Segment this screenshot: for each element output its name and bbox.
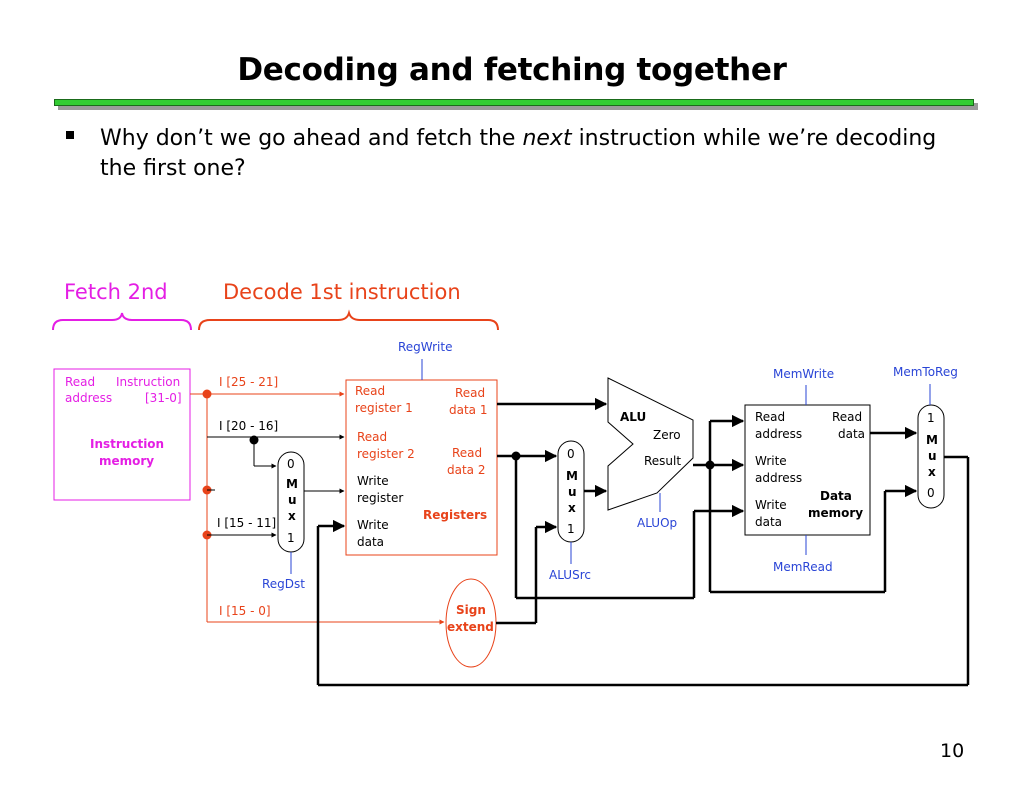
decode-brace [198, 309, 499, 331]
dmem-write-address-b: address [755, 471, 803, 485]
memtoreg-mux-m: M [926, 433, 938, 447]
alusrc-mux-x: x [568, 501, 576, 515]
bullet-square-icon [66, 131, 74, 139]
regdst-mux-u: u [288, 493, 297, 507]
alu-name: ALU [620, 410, 647, 424]
dmem-name-2: memory [808, 506, 864, 520]
datapath-bus-wires [316, 397, 970, 687]
reg-read-data1-b: data 1 [449, 403, 488, 417]
reg-read-data2-b: data 2 [447, 463, 486, 477]
decode-label: Decode 1st instruction [223, 280, 461, 304]
dmem-write-data-b: data [755, 515, 783, 529]
bullet-text-emphasis: next [522, 126, 572, 151]
junction-dot [202, 389, 212, 399]
alu-shape [607, 377, 694, 511]
registers-name: Registers [423, 508, 488, 522]
dmem-name-1: Data [820, 489, 852, 503]
regdst-mux-input0: 0 [287, 457, 295, 471]
alusrc-mux-input1: 1 [567, 522, 575, 536]
imem-instruction-label: Instruction [116, 375, 181, 389]
memwrite-label: MemWrite [773, 367, 835, 381]
datapath-wires [207, 434, 345, 538]
alusrc-mux-u: u [568, 485, 577, 499]
alusrc-mux-input0: 0 [567, 447, 575, 461]
sign-extend-label-1: Sign [456, 603, 486, 617]
regwrite-label: RegWrite [398, 340, 453, 354]
field-rt-label: I [20 - 16] [219, 419, 279, 433]
memtoreg-mux-input1: 1 [927, 411, 935, 425]
dmem-read-address-a: Read [755, 410, 786, 424]
imem-bits-label: [31-0] [145, 391, 182, 405]
dmem-write-address-a: Write [755, 454, 787, 468]
regdst-mux-input1: 1 [287, 531, 295, 545]
reg-read-register1-b: register 1 [355, 401, 413, 415]
regdst-mux-x: x [288, 509, 296, 523]
data-memory-box [744, 404, 871, 536]
field-rd-label: I [15 - 11] [217, 516, 277, 530]
junction-dot [249, 435, 259, 445]
junction-dot [705, 460, 715, 470]
reg-read-data2-a: Read [452, 446, 483, 460]
alusrc-label: ALUSrc [549, 568, 591, 582]
title-underline-bar [54, 99, 974, 106]
reg-read-register2-a: Read [357, 430, 388, 444]
reg-write-data-a: Write [357, 518, 389, 532]
dmem-write-data-a: Write [755, 498, 787, 512]
alusrc-mux-m: M [566, 469, 578, 483]
junction-dot [511, 451, 521, 461]
memread-label: MemRead [773, 560, 833, 574]
sign-extend-label-2: extend [447, 620, 494, 634]
field-imm-label: I [15 - 0] [219, 604, 271, 618]
imem-address-label: address [65, 391, 113, 405]
control-lines [290, 359, 931, 574]
decode-wires [190, 391, 445, 625]
alu-zero-label: Zero [653, 428, 681, 442]
reg-read-register1-a: Read [355, 384, 386, 398]
slide-title: Decoding and fetching together [237, 52, 787, 88]
registers-box [345, 379, 498, 556]
memtoreg-label: MemToReg [893, 365, 958, 379]
field-rs-label: I [25 - 21] [219, 375, 279, 389]
reg-write-data-b: data [357, 535, 385, 549]
dmem-read-data-a: Read [832, 410, 863, 424]
memtoreg-mux-input0: 0 [927, 486, 935, 500]
reg-read-register2-b: register 2 [357, 447, 415, 461]
bullet-text: Why don’t we go ahead and fetch the next… [100, 124, 960, 184]
page-number: 10 [940, 740, 965, 762]
bullet-text-end: instruction while we’re decoding the fir… [100, 126, 937, 181]
regdst-label: RegDst [262, 577, 305, 591]
imem-name-1: Instruction [90, 437, 165, 451]
dmem-read-data-b: data [838, 427, 866, 441]
memtoreg-mux-u: u [928, 449, 937, 463]
fetch-label: Fetch 2nd [64, 280, 168, 304]
reg-read-data1-a: Read [455, 386, 486, 400]
memtoreg-mux-x: x [928, 465, 936, 479]
instruction-memory-box [53, 368, 191, 501]
bullet-text-start: Why don’t we go ahead and fetch the [100, 126, 523, 151]
regdst-mux-m: M [286, 477, 298, 491]
alu-result-label: Result [644, 454, 682, 468]
title-bar-shadow [58, 103, 978, 110]
dmem-read-address-b: address [755, 427, 803, 441]
imem-name-2: memory [99, 454, 155, 468]
reg-write-register-b: register [357, 491, 404, 505]
fetch-brace [52, 312, 192, 331]
aluop-label: ALUOp [637, 516, 678, 530]
reg-write-register-a: Write [357, 474, 389, 488]
imem-read-label: Read [65, 375, 96, 389]
